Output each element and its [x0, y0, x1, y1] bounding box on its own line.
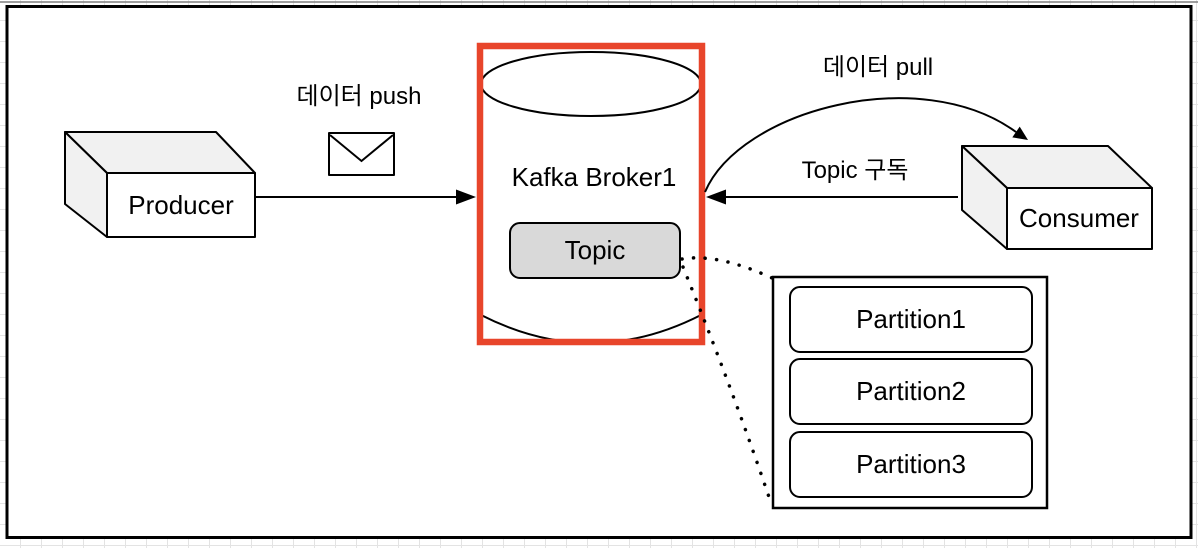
partition-item-3: Partition3 [789, 431, 1033, 498]
partition-item-1: Partition1 [789, 286, 1033, 353]
pull-arrowhead [1012, 126, 1028, 140]
producer-label: Producer [128, 190, 234, 220]
consumer-front-face [1006, 187, 1153, 250]
push-arrow-label: 데이터 push [297, 83, 422, 110]
broker-cylinder-body [480, 84, 702, 344]
subscribe-arrow-label: Topic 구독 [802, 157, 909, 184]
envelope-icon [328, 132, 395, 176]
consumer-node: Consumer [961, 145, 1153, 250]
partition-2-label: Partition2 [856, 376, 966, 406]
pull-arrow-label: 데이터 pull [823, 54, 933, 81]
partition-1-label: Partition1 [856, 304, 966, 334]
push-arrowhead [456, 189, 476, 205]
pull-arrow [704, 97, 1028, 193]
producer-node: Producer [64, 131, 256, 238]
partition-3-label: Partition3 [856, 449, 966, 479]
broker-highlight-border [476, 42, 706, 346]
partition-group: Partition1 Partition2 Partition3 [771, 275, 1049, 510]
topic-node: Topic [509, 222, 681, 279]
consumer-label: Consumer [1019, 203, 1139, 233]
partition-item-2: Partition2 [789, 358, 1033, 425]
broker-cylinder-top [480, 51, 702, 117]
push-arrow [255, 189, 476, 205]
topic-partition-connector-top [680, 256, 774, 280]
producer-front-face [106, 172, 256, 238]
topic-label: Topic [565, 235, 626, 265]
subscribe-arrow [706, 189, 958, 205]
topic-box [509, 222, 681, 279]
subscribe-arrowhead [706, 189, 726, 205]
broker-label: Kafka Broker1 [512, 162, 677, 192]
broker-node: Kafka Broker1 [480, 51, 702, 344]
